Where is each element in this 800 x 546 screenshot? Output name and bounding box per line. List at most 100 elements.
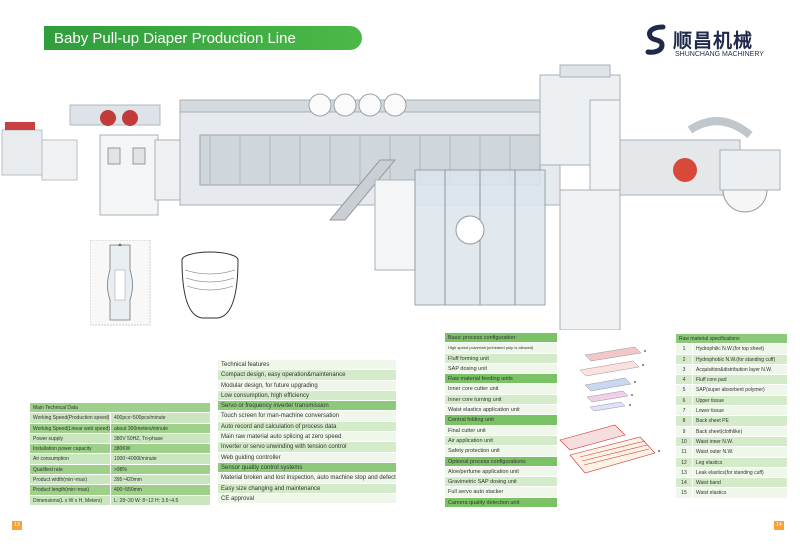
feature-item: Servo or frequency inverter transmission bbox=[218, 401, 396, 412]
material-name: Leg elastics bbox=[696, 459, 723, 466]
material-number: 1 bbox=[676, 344, 693, 354]
company-logo: 顺昌机械 SHUNCHANG MACHINERY bbox=[645, 24, 765, 64]
material-number: 13 bbox=[676, 467, 693, 478]
feature-item: Sensor quality control systems bbox=[218, 462, 396, 474]
tech-data-key: Air consumption bbox=[33, 456, 69, 463]
main-technical-data-table: Main Technical Data Working Speed(Produc… bbox=[30, 403, 210, 506]
material-name: Hydrophobic N.W.(for standing cuff) bbox=[696, 356, 776, 363]
feature-item: Technical features bbox=[218, 360, 396, 371]
tech-data-key: Working Speed(Production speed) bbox=[33, 415, 110, 422]
process-item: Full servo auto stacker bbox=[445, 487, 557, 498]
material-number: 10 bbox=[676, 436, 693, 447]
material-number: 4 bbox=[676, 375, 693, 385]
material-number: 8 bbox=[676, 416, 693, 426]
process-item: Inner core cutter unit bbox=[445, 384, 557, 395]
process-item: Air application unit bbox=[445, 435, 557, 447]
process-item: Final cutter unit bbox=[445, 425, 557, 436]
tech-data-key: Power supply bbox=[33, 435, 64, 442]
diaper-illustrations bbox=[90, 240, 239, 326]
tech-data-key: Qualified rate bbox=[33, 466, 63, 473]
material-number: 14 bbox=[676, 478, 693, 488]
process-item: Safety protection unit bbox=[445, 446, 557, 457]
tech-data-key: Product length(min~max) bbox=[33, 487, 89, 494]
table-row: Qualified rate >98% bbox=[30, 464, 210, 476]
process-item: Inner core turning unit bbox=[445, 394, 557, 406]
feature-item: CE approval bbox=[218, 493, 396, 505]
process-item: SAP dosing unit bbox=[445, 363, 557, 375]
feature-item: Low consumption, high efficiency bbox=[218, 390, 396, 402]
tech-data-key: Working Speed(Linear web speed) bbox=[33, 425, 110, 432]
feature-item: Main raw material auto splicing at zero … bbox=[218, 432, 396, 443]
feature-item: Compact design, easy operation&maintenan… bbox=[218, 370, 396, 381]
process-item: Camera quality detection unit bbox=[445, 497, 557, 509]
table-row: Product length(min~max) 400~550mm bbox=[30, 485, 210, 496]
process-item: Aloe/perfume application unit bbox=[445, 466, 557, 478]
material-number: 15 bbox=[676, 488, 693, 498]
feature-item: Web guiding controller bbox=[218, 452, 396, 463]
logo-chinese-name: 顺昌机械 bbox=[673, 31, 754, 52]
process-item: High speed pulverizer(unheated pulp is a… bbox=[445, 343, 557, 354]
material-number: 3 bbox=[676, 364, 693, 375]
process-item: Fluff forming unit bbox=[445, 353, 557, 364]
material-name: Hydrophilic N.W.(for top sheet) bbox=[696, 346, 765, 353]
tech-data-key: Dimensions(L x W x H, Meters) bbox=[33, 497, 102, 504]
tech-data-key: Installation power capacity bbox=[33, 446, 92, 453]
production-line-illustration bbox=[1, 64, 781, 330]
table-row: Working Speed(Production speed)400pcs~50… bbox=[30, 413, 210, 424]
tech-data-value: about 300meters/minute bbox=[110, 423, 210, 433]
tech-data-key: Product width(min~max) bbox=[33, 477, 88, 484]
process-item: Optional process configurations: bbox=[445, 456, 557, 467]
table-row: Air consumption 1000~4000l/minute bbox=[30, 454, 210, 465]
tech-data-value: 400~550mm bbox=[110, 485, 210, 495]
tech-data-value: >98% bbox=[110, 464, 210, 475]
material-name: Waist outer N.W. bbox=[696, 449, 734, 456]
logo-s-icon bbox=[645, 24, 666, 55]
process-configuration-list: Basic process configuration:High speed p… bbox=[445, 333, 557, 509]
tech-data-value: 380KW bbox=[110, 444, 210, 454]
material-name: Acquisition&distribution layer N.W. bbox=[696, 366, 773, 373]
table-row: Installation power capacity 380KW bbox=[30, 444, 210, 455]
process-item: Central folding unit bbox=[445, 415, 557, 426]
material-number: 11 bbox=[676, 447, 693, 457]
tech-data-value: 1000~4000l/minute bbox=[110, 454, 210, 464]
material-name: Waist inner N.W. bbox=[696, 438, 734, 445]
tech-data-value: L: 28~30 W: 8~12 H: 3.5~4.5 bbox=[110, 495, 210, 505]
material-name: Waist elastics bbox=[696, 490, 727, 497]
material-number: 6 bbox=[676, 395, 693, 406]
table-row: Dimensions(L x W x H, Meters) L: 28~30 W:… bbox=[30, 495, 210, 506]
material-name: Waist band bbox=[696, 480, 721, 487]
material-name: Back sheet(clothlike) bbox=[696, 428, 743, 435]
process-item: Raw material feeding units bbox=[445, 374, 557, 385]
feature-item: Modular design, for future upgrading bbox=[218, 380, 396, 391]
table-row: Power supply 380V 50HZ, Tri-phase bbox=[30, 433, 210, 445]
process-item: Waist elastics application unit bbox=[445, 405, 557, 416]
material-number: 9 bbox=[676, 426, 693, 436]
feature-item: Material broken and lost inspection, aut… bbox=[218, 473, 396, 484]
material-number: 2 bbox=[676, 354, 693, 364]
tech-data-value: 400pcs~500pcs/minute bbox=[110, 413, 210, 423]
tech-data-value: 380V 50HZ, Tri-phase bbox=[110, 433, 210, 444]
material-number: 12 bbox=[676, 457, 693, 467]
page-title: Baby Pull-up Diaper Production Line bbox=[54, 30, 296, 47]
page-number-left: 13 bbox=[12, 521, 22, 530]
process-item: Basic process configuration: bbox=[445, 333, 557, 344]
material-number: 7 bbox=[676, 406, 693, 416]
diaper-layers-exploded-diagram bbox=[559, 346, 660, 474]
title-banner: Baby Pull-up Diaper Production Line bbox=[44, 26, 362, 50]
process-item: Gravimetric SAP dosing unit bbox=[445, 477, 557, 488]
feature-item: Touch screen for man-machine conversatio… bbox=[218, 411, 396, 422]
